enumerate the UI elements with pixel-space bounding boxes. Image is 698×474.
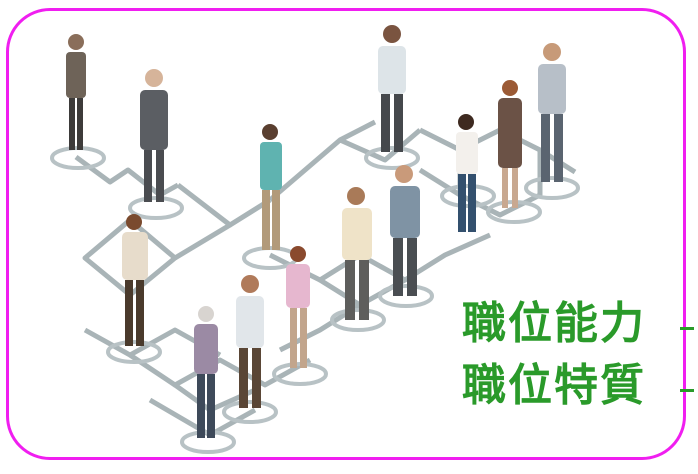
label-item-2: 職位特質	[462, 360, 646, 411]
person-figure	[260, 124, 282, 250]
people-group	[66, 25, 566, 438]
person-figure	[194, 306, 218, 438]
person-figure	[236, 275, 264, 408]
label-item-1: 職位能力	[462, 298, 646, 349]
network-lines	[74, 119, 577, 438]
label-1-connector	[680, 327, 694, 330]
person-figure	[286, 246, 310, 368]
person-figure	[140, 69, 168, 202]
person-figure	[498, 80, 522, 208]
label-2-connector	[680, 389, 694, 392]
person-figure	[390, 165, 420, 296]
node-rings	[50, 146, 580, 454]
person-figure	[122, 214, 148, 346]
person-figure	[342, 187, 372, 320]
person-figure	[66, 34, 86, 150]
person-figure	[456, 114, 478, 232]
person-figure	[538, 43, 566, 182]
person-figure	[378, 25, 406, 152]
